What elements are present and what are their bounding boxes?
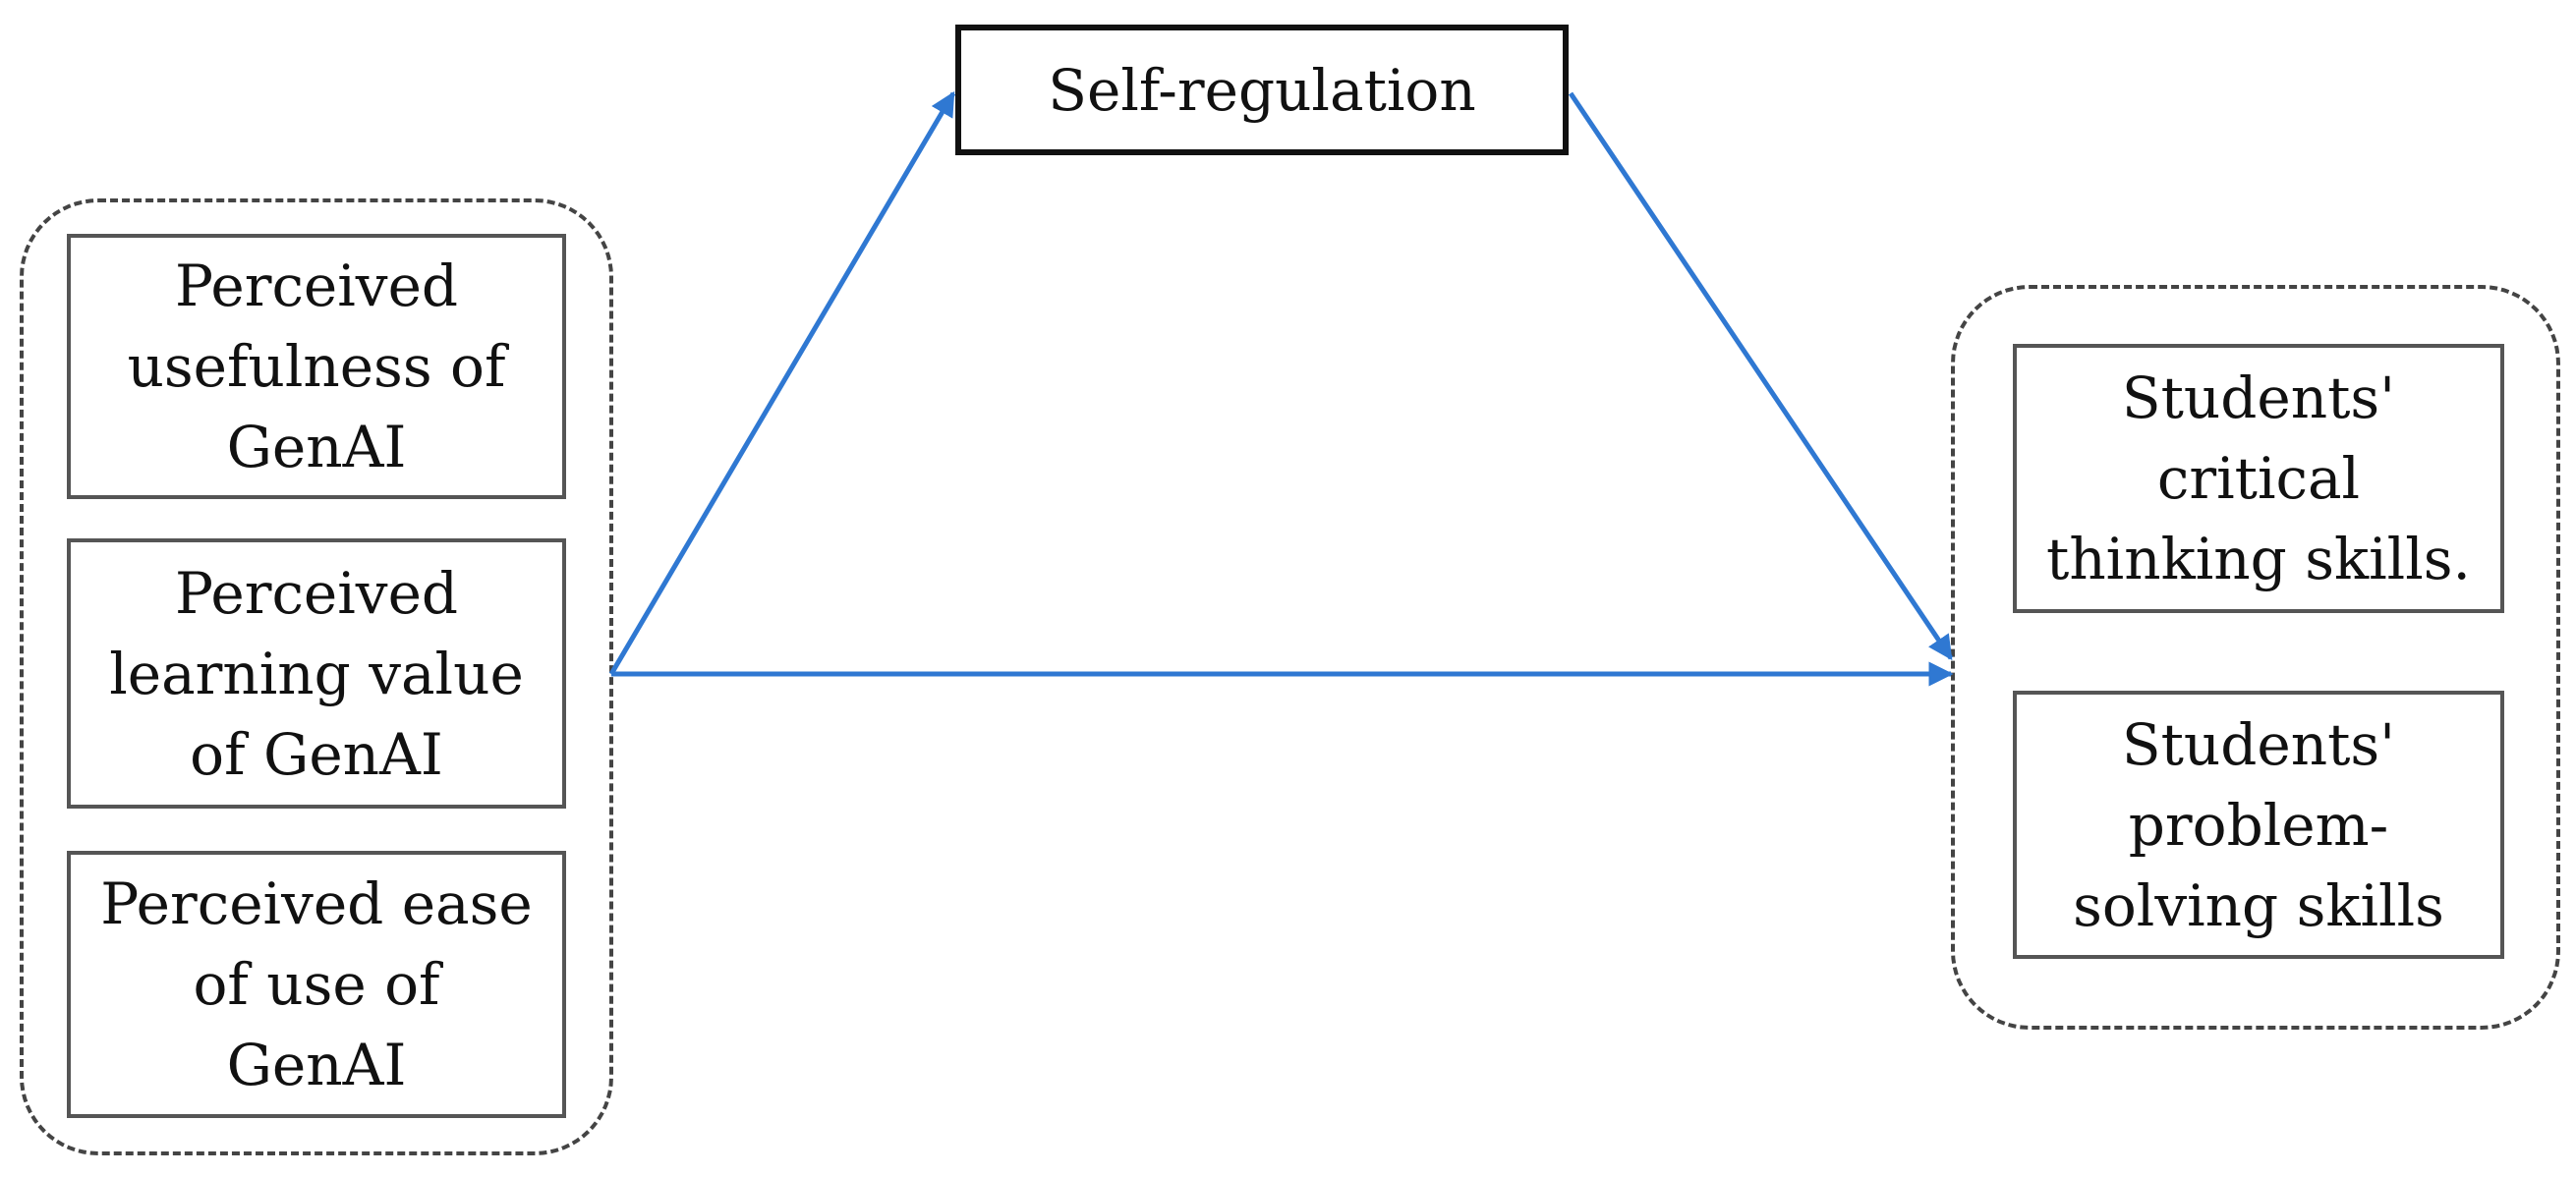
predictor-box-ease-of-use: Perceived ease of use of GenAI xyxy=(67,851,566,1118)
predictor-box-usefulness: Perceived usefulness of GenAI xyxy=(67,234,566,499)
arrow-mediator-to-outcomes xyxy=(1568,91,1954,661)
predictor-group xyxy=(20,198,613,1155)
outcome-box-critical-thinking: Students' critical thinking skills. xyxy=(2013,344,2504,613)
predictor-box-learning-value: Perceived learning value of GenAI xyxy=(67,538,566,809)
mediator-box-self-regulation: Self-regulation xyxy=(955,25,1569,155)
arrow-predictors-to-mediator xyxy=(608,90,956,676)
outcome-box-problem-solving: Students' problem- solving skills xyxy=(2013,691,2504,959)
outcome-group xyxy=(1951,285,2560,1030)
